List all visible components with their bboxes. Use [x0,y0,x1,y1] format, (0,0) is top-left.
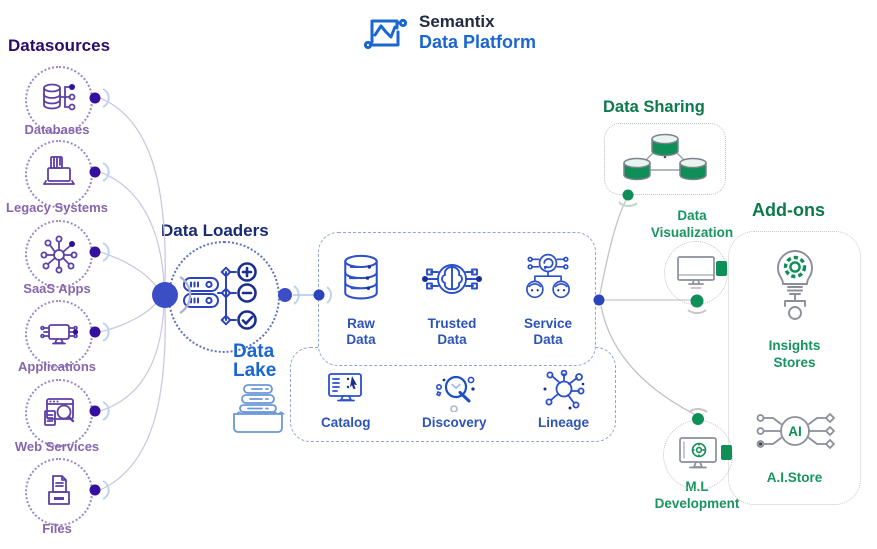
datasource-label-saas: SaaS Apps [23,281,91,296]
data-lake-node [228,383,288,435]
service-data-icon [526,253,570,299]
legacy-systems-icon [43,156,75,185]
data-sharing-icon [623,133,707,181]
datasource-label-legacy: Legacy Systems [6,200,108,215]
web-services-icon [44,398,75,426]
stage-trusted-data: Trusted Data [420,248,484,348]
data-sharing-title: Data Sharing [603,98,705,116]
semantix-logo-icon [363,18,408,50]
datasource-node-files [25,458,93,526]
trusted-data-icon [422,264,482,294]
data-loaders-title: Data Loaders [161,221,269,240]
logo-brand: Semantix [419,12,495,31]
gov-lineage: Lineage [538,369,589,435]
stage-service-data: Service Data [518,248,578,348]
ai-store-label: A.I.Store [766,470,823,485]
data-lake-title: Data Lake [233,341,277,381]
datasource-node-legacy [25,140,93,208]
logo: Semantix Data Platform [362,12,536,54]
files-icon [48,475,70,505]
data-sharing-node [604,123,726,195]
catalog-icon [327,373,362,402]
databases-icon [43,83,76,111]
applications-icon [40,324,79,345]
datasource-label-webservices: Web Services [14,439,100,454]
datasource-node-applications [25,300,93,368]
addons-box: Insights Stores AI A.I.Store [728,231,861,505]
data-loaders-node [168,241,280,353]
discovery-icon [436,375,475,412]
datasource-node-webservices [25,379,93,447]
data-lake-icon [233,384,285,433]
saas-apps-icon [40,235,78,274]
data-visualization-node [664,241,728,305]
data-visualization-icon [677,256,715,289]
governance-box: Catalog [290,347,616,442]
data-visualization-label: Data Visualization [650,208,734,240]
data-lake-zones-box: Raw Data [318,232,596,366]
logo-product: Data Platform [419,32,537,52]
addons-title: Add-ons [752,200,825,220]
insights-stores-icon [776,250,813,320]
datasources-title: Datasources [8,36,111,55]
ai-store-icon: AI [756,413,835,449]
ai-badge-text: AI [788,424,802,439]
datasource-node-saas [25,220,93,288]
gov-discovery: Discovery [422,369,487,435]
stage-raw-data: Raw Data [336,248,386,348]
datasource-label-files: Files [42,521,72,536]
raw-data-icon [344,254,378,300]
gov-catalog: Catalog [321,369,371,435]
lineage-icon [543,370,585,410]
ml-development-icon [679,437,717,469]
datasource-label-databases: Databases [24,122,90,137]
data-loaders-icon [183,262,257,330]
insights-stores-label: Insights Stores [768,338,821,370]
datasource-label-applications: Applications [17,359,96,374]
ml-development-node [663,420,733,490]
